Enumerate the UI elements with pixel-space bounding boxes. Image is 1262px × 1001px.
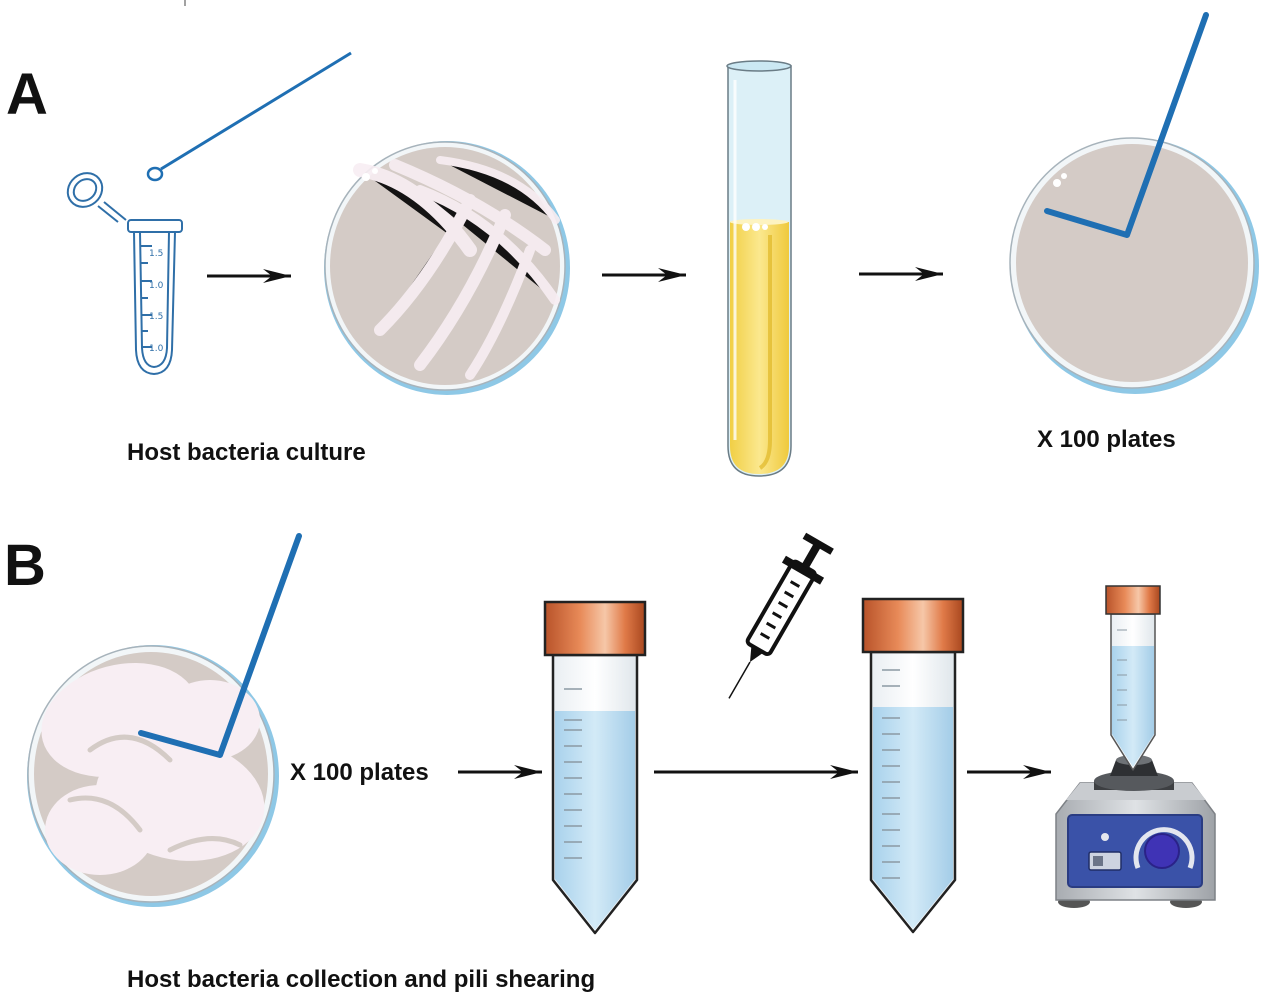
- panel-b-caption: Host bacteria collection and pili sheari…: [127, 966, 596, 993]
- conical-tube-icon: [543, 600, 647, 935]
- petri-dish-icon: [324, 141, 570, 395]
- panel-a-caption: Host bacteria culture: [127, 439, 366, 466]
- tube-mark-label: 1.0: [149, 344, 164, 354]
- microcentrifuge-tube-icon: [66, 172, 183, 376]
- petri-dish-icon: [1009, 137, 1259, 394]
- cell-spreader-icon: [138, 533, 302, 758]
- syringe-icon: [728, 532, 834, 699]
- tube-scale-labels: 1.5 1.0 1.5 1.0: [149, 249, 164, 354]
- petri-dish-icon: [27, 645, 279, 907]
- conical-tube-icon: [861, 597, 965, 934]
- tube-mark-label: 1.5: [149, 312, 163, 322]
- inoculation-loop-icon: [146, 51, 352, 182]
- conical-tube-icon: [1105, 585, 1161, 771]
- test-tube-icon: [726, 60, 792, 477]
- cell-spreader-icon: [1044, 12, 1209, 238]
- panel-b-letter: B: [4, 533, 46, 598]
- panel-a-plates-label: X 100 plates: [1037, 426, 1176, 453]
- vortex-mixer-icon: [1055, 755, 1216, 908]
- panel-b-plates-label: X 100 plates: [290, 759, 429, 786]
- tube-mark-label: 1.5: [149, 249, 163, 259]
- tube-mark-label: 1.0: [149, 281, 164, 291]
- panel-a-letter: A: [6, 62, 48, 127]
